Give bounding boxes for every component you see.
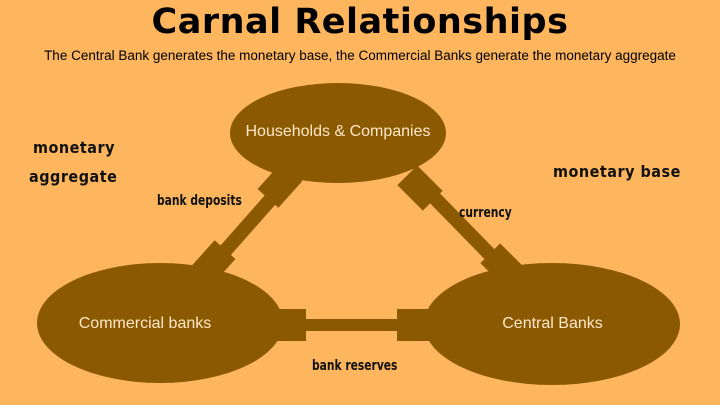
monetary-aggregate-label-line1: monetary [33,138,115,157]
central-banks-node [424,263,680,385]
page-subtitle: The Central Bank generates the monetary … [44,48,676,63]
currency-plug-top [397,165,443,211]
monetary-base-label: monetary base [553,162,681,181]
bank-deposits-label: bank deposits [157,193,242,209]
bank-reserves-label: bank reserves [312,358,398,374]
commercial-banks-node [37,263,283,383]
households-label: Households & Companies [245,123,431,140]
commercial-banks-label: Commercial banks [78,315,212,332]
currency-label: currency [459,205,512,221]
central-banks-label: Central Banks [502,315,603,332]
households-node [230,83,446,183]
monetary-aggregate-label-line2: aggregate [29,167,118,186]
page-title: Carnal Relationships [151,2,569,42]
